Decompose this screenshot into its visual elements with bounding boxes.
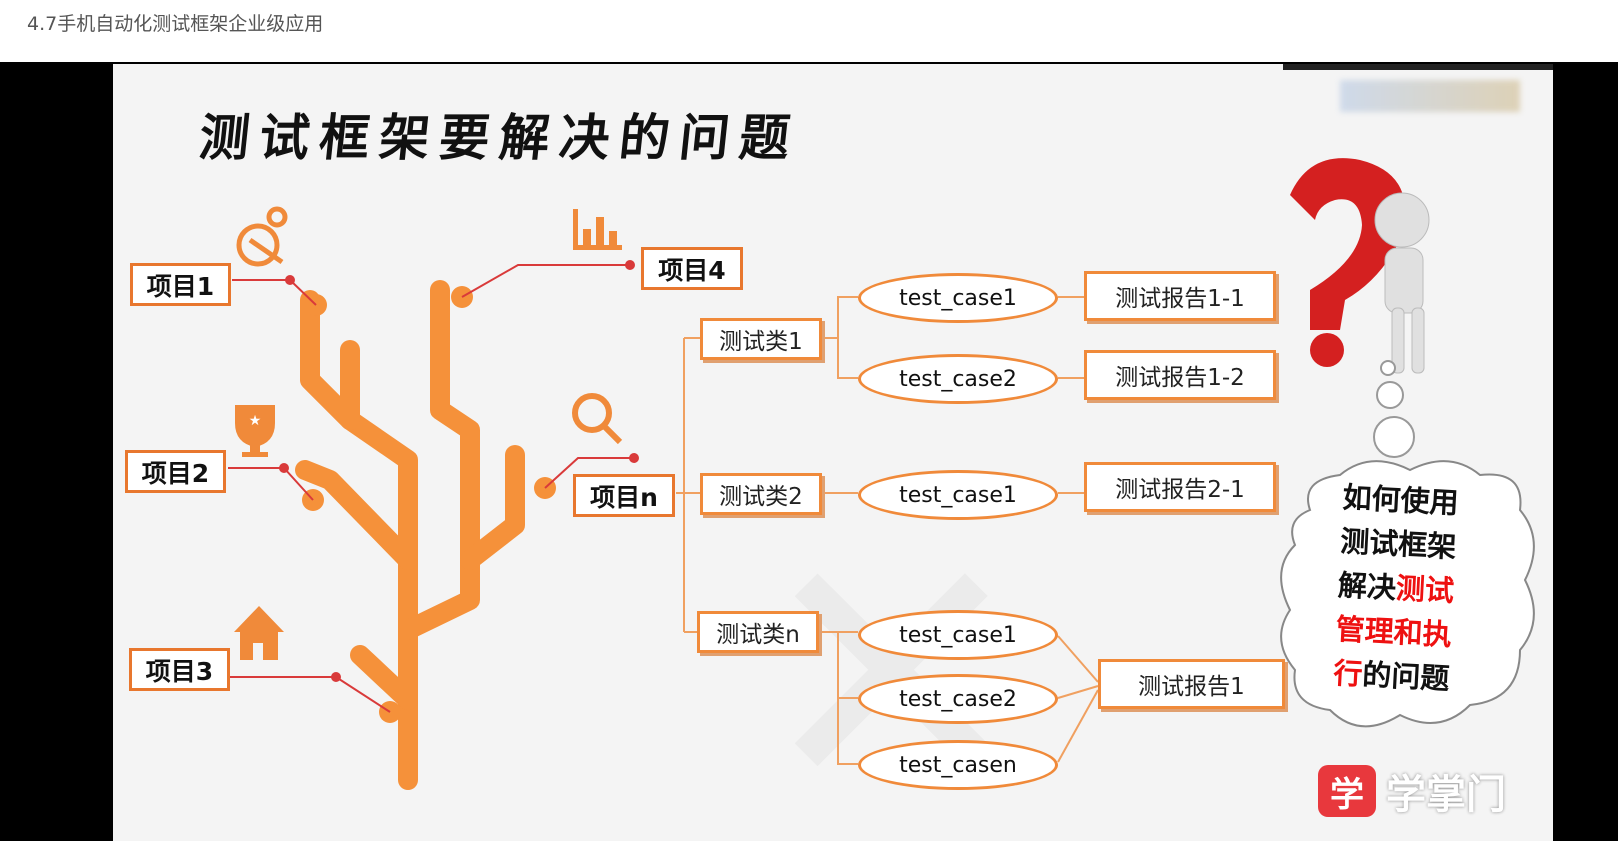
cloud-line-5: 行的问题 [1332,651,1451,701]
test-class-box-2: 测试类2 [700,473,822,515]
test-report-box-2-1: 测试报告2-1 [1084,462,1276,512]
test-case-ellipse: test_case1 [858,610,1058,660]
cloud-line-5b: 的问题 [1361,657,1451,696]
test-class-box-1: 测试类1 [700,318,822,360]
cloud-line-3a: 解决 [1337,567,1397,605]
project-box-n: 项目n [573,474,675,517]
blurred-logo [1340,80,1520,112]
slide-title: 测试框架要解决的问题 [196,108,803,167]
video-right-border [1553,62,1618,841]
cloud-line-3: 解决测试 [1337,563,1455,613]
page-title: 4.7手机自动化测试框架企业级应用 [27,13,324,35]
cloud-text: 如何使用 测试框架 解决测试 管理和执 行的问题 [1332,475,1460,701]
test-case-ellipse: test_case1 [858,470,1058,520]
cloud-line-2: 测试框架 [1339,524,1458,565]
project-box-4: 项目4 [641,247,743,290]
cloud-line-4: 管理和执 [1334,611,1453,652]
test-report-box-1-1: 测试报告1-1 [1084,271,1276,321]
page-header: 4.7手机自动化测试框架企业级应用 [0,0,1618,62]
test-report-box-1-2: 测试报告1-2 [1084,350,1276,400]
test-class-box-n: 测试类n [697,611,819,653]
brand-logo: 学 学掌门 [1318,762,1506,820]
test-case-ellipse: test_case1 [858,273,1058,323]
project-box-1: 项目1 [130,263,231,306]
test-case-ellipse: test_case2 [858,354,1058,404]
logo-text: 学掌门 [1386,772,1506,818]
logo-mark-icon: 学 [1318,765,1376,817]
video-topbar [1283,64,1553,70]
project-box-2: 项目2 [125,450,226,493]
cloud-line-5a: 行 [1332,655,1364,692]
test-report-box-1: 测试报告1 [1098,659,1285,709]
test-case-ellipse: test_casen [858,740,1058,790]
cloud-line-1: 如何使用 [1341,480,1460,521]
project-box-3: 项目3 [129,648,230,691]
slide: ✕ [113,64,1553,841]
test-case-ellipse: test_case2 [858,674,1058,724]
cloud-line-3b: 测试 [1395,571,1455,609]
